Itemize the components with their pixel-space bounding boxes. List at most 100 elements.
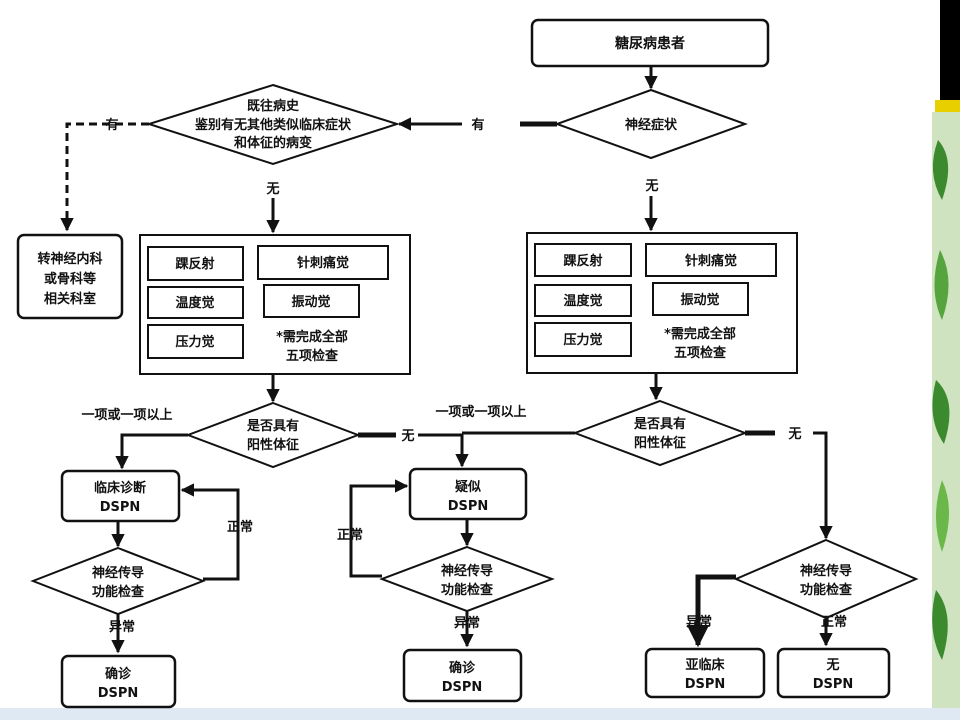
label-referral-3: 相关科室 bbox=[44, 291, 96, 307]
node-ncs-3 bbox=[733, 538, 919, 620]
edge-label-one-or-more-2: 一项或一项以上 bbox=[435, 404, 526, 420]
label-positive-left-2: 阳性体征 bbox=[247, 437, 299, 453]
label-neuro-symptom: 神经症状 bbox=[625, 117, 678, 133]
leaf-icon bbox=[934, 250, 949, 320]
node-no-dspn bbox=[776, 647, 891, 699]
exam-panel-right bbox=[526, 232, 798, 374]
exam-left-vibration-box bbox=[263, 284, 360, 318]
leaf-icon bbox=[936, 480, 949, 552]
edge-left-one-or-more bbox=[115, 433, 188, 470]
label-referral-1: 转神经内科 bbox=[37, 251, 102, 267]
black-bar-top bbox=[940, 0, 960, 100]
exam-right-temperature-box bbox=[534, 284, 632, 317]
exam-right-vibration: 振动觉 bbox=[680, 292, 719, 308]
edge-history-yes-referral bbox=[60, 122, 149, 232]
leaf-icon bbox=[932, 590, 948, 660]
exam-right-pressure: 压力觉 bbox=[563, 332, 602, 348]
exam-right-ankle-box bbox=[534, 243, 632, 277]
node-ncs-1 bbox=[30, 546, 206, 616]
exam-left-pinprick: 针刺痛觉 bbox=[296, 255, 349, 271]
exam-right-ankle: 踝反射 bbox=[563, 253, 602, 269]
node-neuro-symptom bbox=[554, 88, 748, 160]
edge-ncs3-abnormal bbox=[686, 574, 736, 648]
edge-label-one-or-more-1: 一项或一项以上 bbox=[81, 407, 172, 423]
exam-left-pressure: 压力觉 bbox=[175, 334, 214, 350]
exam-right-pinprick: 针刺痛觉 bbox=[684, 253, 737, 269]
node-confirmed-1 bbox=[60, 654, 177, 709]
exam-left-temperature-box bbox=[147, 286, 244, 319]
label-positive-right-1: 是否具有 bbox=[633, 416, 686, 432]
exam-right-pressure-box bbox=[534, 322, 632, 357]
node-referral bbox=[16, 233, 124, 320]
label-positive-left-1: 是否具有 bbox=[246, 418, 299, 434]
label-confirmed2-1: 确诊 bbox=[449, 660, 476, 676]
exam-left-ankle: 踝反射 bbox=[175, 256, 214, 272]
label-referral-2: 或骨科等 bbox=[44, 271, 96, 287]
label-ncs2-1: 神经传导 bbox=[441, 563, 493, 579]
exam-left-note-1: *需完成全部 bbox=[276, 329, 348, 345]
exam-right-pinprick-box bbox=[645, 243, 777, 277]
edge-label-normal-3: 正常 bbox=[821, 614, 847, 630]
exam-panel-left bbox=[139, 234, 411, 375]
label-no-dspn-2: DSPN bbox=[813, 677, 854, 692]
edge-label-abnormal-3: 异常 bbox=[686, 614, 712, 630]
edge-label-abnormal-2: 异常 bbox=[454, 615, 480, 631]
label-confirmed1-2: DSPN bbox=[98, 686, 139, 701]
edge-label-none-2: 无 bbox=[787, 427, 801, 442]
label-clinical-1: 临床诊断 bbox=[94, 480, 146, 496]
edge-label-none-1: 无 bbox=[400, 429, 414, 444]
edge-ncs1-normal bbox=[180, 483, 240, 581]
edge-label-normal-1: 正常 bbox=[227, 519, 253, 535]
yellow-stripe bbox=[935, 100, 960, 112]
edge-label-no-symptom: 无 bbox=[644, 179, 658, 194]
edge-label-abnormal-1: 异常 bbox=[109, 619, 135, 635]
label-history-3: 和体征的病变 bbox=[234, 135, 312, 151]
node-clinical-dspn bbox=[60, 469, 181, 523]
label-subclinical-1: 亚临床 bbox=[685, 657, 725, 673]
edge-left-none-b bbox=[418, 433, 469, 468]
edge-label-yes-1: 有 bbox=[471, 117, 484, 133]
label-confirmed1-1: 确诊 bbox=[105, 666, 132, 682]
node-positive-right bbox=[572, 399, 748, 467]
exam-left-pressure-box bbox=[147, 324, 244, 359]
node-subclinical bbox=[644, 647, 766, 699]
label-history-2: 鉴别有无其他类似临床症状 bbox=[194, 117, 352, 133]
label-patient: 糖尿病患者 bbox=[615, 35, 685, 52]
label-suspected-2: DSPN bbox=[448, 499, 489, 514]
label-no-dspn-1: 无 bbox=[825, 658, 839, 673]
exam-left-temperature: 温度觉 bbox=[175, 295, 214, 311]
exam-left-ankle-box bbox=[147, 246, 244, 281]
label-suspected-1: 疑似 bbox=[455, 479, 481, 495]
label-clinical-2: DSPN bbox=[100, 500, 141, 515]
node-positive-left bbox=[185, 401, 361, 469]
leaf-icon bbox=[932, 380, 950, 444]
edge-ncs2-normal bbox=[349, 479, 409, 578]
label-history-1: 既往病史 bbox=[247, 98, 300, 114]
edge-label-normal-2: 正常 bbox=[337, 527, 363, 543]
exam-right-note-2: 五项检查 bbox=[674, 345, 727, 361]
edge-right-none-b bbox=[813, 431, 833, 540]
leaf-icon bbox=[932, 140, 949, 200]
exam-right-note-1: *需完成全部 bbox=[664, 326, 736, 342]
label-ncs1-2: 功能检查 bbox=[92, 584, 145, 600]
label-confirmed2-2: DSPN bbox=[442, 680, 483, 695]
node-confirmed-2 bbox=[402, 648, 523, 703]
exam-left-note-2: 五项检查 bbox=[286, 348, 339, 364]
label-ncs2-2: 功能检查 bbox=[441, 582, 494, 598]
exam-right-temperature: 温度觉 bbox=[563, 293, 602, 309]
edge-label-yes-2: 有 bbox=[105, 117, 118, 133]
edge-label-no-history: 无 bbox=[265, 182, 279, 197]
exam-left-vibration: 振动觉 bbox=[291, 294, 330, 310]
bottom-band bbox=[0, 708, 960, 720]
label-positive-right-2: 阳性体征 bbox=[634, 435, 686, 451]
exam-left-pinprick-box bbox=[257, 245, 389, 280]
label-subclinical-2: DSPN bbox=[685, 677, 726, 692]
label-ncs3-1: 神经传导 bbox=[800, 563, 852, 579]
label-ncs3-2: 功能检查 bbox=[800, 582, 853, 598]
node-history bbox=[145, 83, 401, 166]
node-ncs-2 bbox=[379, 545, 555, 613]
exam-right-vibration-box bbox=[652, 282, 749, 316]
label-ncs1-1: 神经传导 bbox=[92, 565, 144, 581]
